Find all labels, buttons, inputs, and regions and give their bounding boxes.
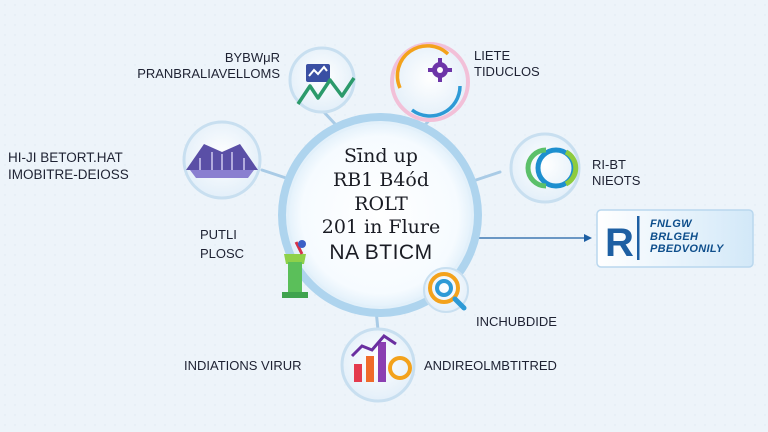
label-mid-left-line-1: HI-JI BETORT.HAT (8, 150, 123, 165)
label-mid-right-line-1: RI-BT (592, 157, 626, 172)
gear-cycle-icon (390, 42, 470, 122)
label-mid-right: RI-BT NIEOTS (592, 157, 640, 190)
label-center-left-line-1: PUTLI (200, 227, 237, 242)
label-top-left-line-1: BYBWμR (224, 50, 280, 65)
bar-chart-icon (340, 327, 416, 403)
label-top-right: LIETE TIDUCLOS (474, 48, 540, 81)
arena-icon (182, 120, 262, 200)
badge-panel: R (596, 209, 754, 268)
hub-text: Sīnd up RB1 B4ód ROLT 201 in Flure NA BT… (296, 145, 466, 266)
magnifier-gear-icon (423, 267, 469, 313)
chart-trend-icon (288, 46, 356, 114)
badge-line-2: BRLGEH (650, 230, 699, 243)
label-top-right-line-1: LIETE (474, 48, 511, 63)
badge-glyph: R (605, 221, 634, 265)
label-lower-right-line-1: INCHUBDIDE (476, 314, 557, 329)
badge-text: FNLGW BRLGEH PBEDVONILY (650, 218, 724, 256)
label-bottom-left: INDIATIONS VIRUR (184, 358, 302, 374)
hub-ring (278, 113, 482, 317)
label-center-left: PUTLI PLOSC (200, 226, 244, 264)
label-mid-left-line-2: IMOBITRE-DEIOSS (8, 166, 129, 182)
label-lower-right: INCHUBDIDE (476, 314, 557, 330)
label-center-left-line-2: PLOSC (200, 245, 245, 261)
hub-line-2: RB1 B4ód (332, 168, 430, 191)
label-top-left-line-2: PRANBRALIAVELLOMS (137, 66, 280, 82)
hub-inner-ring (287, 122, 473, 308)
label-bottom-left-line-1: INDIATIONS VIRUR (184, 358, 302, 373)
label-top-right-line-2: TIDUCLOS (474, 64, 540, 80)
hub-line-4: 201 in Flure (321, 216, 441, 239)
ring-link-icon (509, 132, 581, 204)
label-bottom-right: ANDIREOLMBTITRED (424, 358, 557, 374)
badge-line-3: PBEDVONILY (650, 243, 724, 256)
badge-arrow-head (584, 234, 592, 242)
label-top-left: BYBWμR PRANBRALIAVELLOMS (104, 50, 280, 83)
pillar-icon (282, 240, 308, 298)
label-mid-right-line-2: NIEOTS (592, 173, 641, 189)
badge-line-1: FNLGW (650, 218, 692, 230)
hub-line-3: ROLT (354, 192, 408, 215)
hub-line-1: Sīnd up (344, 145, 418, 167)
label-mid-left: HI-JI BETORT.HAT IMOBITRE-DEIOSS (8, 150, 129, 184)
label-bottom-right-line-1: ANDIREOLMBTITRED (424, 358, 557, 373)
hub-line-strong: NA BTICM (329, 241, 433, 264)
